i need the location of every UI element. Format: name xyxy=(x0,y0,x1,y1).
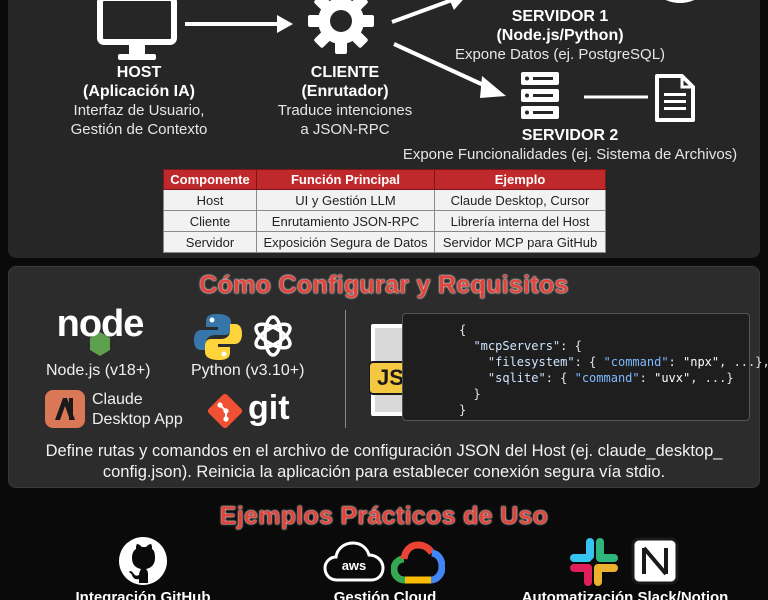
example-slack-label: Automatización Slack/Notion xyxy=(521,589,729,600)
table-cell: Servidor xyxy=(163,231,257,253)
document-icon xyxy=(655,74,695,122)
server2-desc: Expone Funcionalidades (ej. Sistema de A… xyxy=(402,146,738,163)
config-divider xyxy=(345,310,346,428)
table-cell: UI y Gestión LLM xyxy=(256,189,435,211)
table-header: Función Principal xyxy=(256,169,435,190)
git-wordmark: git xyxy=(248,389,290,427)
claude-label-line1: Claude xyxy=(92,391,143,408)
host-label: HOST (Aplicación IA) Interfaz de Usuario… xyxy=(44,63,234,139)
config-note: Define rutas y comandos en el archivo de… xyxy=(20,441,748,483)
arrow-host-client-icon xyxy=(185,15,293,33)
arrow-client-server1-icon xyxy=(391,0,463,24)
server1-subtitle: (Node.js/Python) xyxy=(496,27,624,44)
table-row: Host UI y Gestión LLM Claude Desktop, Cu… xyxy=(163,189,606,211)
example-cloud-label: Gestión Cloud xyxy=(333,589,437,600)
python-label: Python (v3.10+) xyxy=(191,362,305,379)
nodejs-label: Node.js (v18+) xyxy=(46,362,151,379)
client-desc-2: a JSON-RPC xyxy=(300,121,390,138)
gear-icon xyxy=(308,0,374,54)
aws-label: aws xyxy=(341,558,367,573)
nodejs-logo: node xyxy=(54,303,146,360)
python-icon xyxy=(194,314,242,360)
component-table: Componente Función Principal Ejemplo Hos… xyxy=(163,169,606,253)
table-header: Componente xyxy=(163,169,257,190)
host-subtitle: (Aplicación IA) xyxy=(82,83,195,100)
table-row: Cliente Enrutamiento JSON-RPC Librería i… xyxy=(163,210,606,232)
client-subtitle: (Enrutador) xyxy=(301,83,389,100)
host-title: HOST xyxy=(116,64,162,81)
openai-icon xyxy=(254,315,292,357)
table-cell: Exposición Segura de Datos xyxy=(256,231,435,253)
connector-line-icon xyxy=(584,95,648,99)
server1-title: SERVIDOR 1 xyxy=(511,8,609,25)
table-header-row: Componente Función Principal Ejemplo xyxy=(163,169,606,190)
server2-label: SERVIDOR 2 Expone Funcionalidades (ej. S… xyxy=(390,126,750,164)
table-cell: Servidor MCP para GitHub xyxy=(434,231,606,253)
table-header: Ejemplo xyxy=(434,169,606,190)
notion-icon xyxy=(631,537,679,585)
aws-cloud-icon: aws xyxy=(323,540,385,584)
server1-label: SERVIDOR 1 (Node.js/Python) Expone Datos… xyxy=(420,7,700,64)
monitor-icon xyxy=(97,0,177,60)
nodejs-hexagon-icon xyxy=(90,332,110,356)
example-github-label: Integración GitHub xyxy=(75,589,211,600)
client-label: CLIENTE (Enrutador) Traduce intenciones … xyxy=(250,63,440,139)
claude-label: Claude Desktop App xyxy=(92,390,183,430)
config-title: Cómo Configurar y Requisitos xyxy=(199,271,569,299)
host-desc-2: Gestión de Contexto xyxy=(70,121,208,138)
examples-title: Ejemplos Prácticos de Uso xyxy=(219,502,549,530)
google-cloud-icon xyxy=(391,541,445,584)
table-cell: Enrutamiento JSON-RPC xyxy=(256,210,435,232)
config-note-line1: Define rutas y comandos en el archivo de… xyxy=(45,442,723,460)
arrow-client-server2-icon xyxy=(393,42,506,98)
slack-icon xyxy=(570,538,618,586)
claude-label-line2: Desktop App xyxy=(92,411,183,428)
server-rack-icon xyxy=(521,72,559,119)
server2-title: SERVIDOR 2 xyxy=(521,127,619,144)
nodejs-logo-text: node xyxy=(56,303,145,345)
database-icon xyxy=(665,0,695,3)
host-desc-1: Interfaz de Usuario, xyxy=(73,102,205,119)
claude-icon xyxy=(45,390,85,428)
server1-desc: Expone Datos (ej. PostgreSQL) xyxy=(454,46,666,63)
git-icon xyxy=(207,393,243,429)
client-title: CLIENTE xyxy=(310,64,380,81)
config-code-block: { "mcpServers": { "filesystem": { "comma… xyxy=(402,313,768,421)
table-row: Servidor Exposición Segura de Datos Serv… xyxy=(163,231,606,253)
table-cell: Host xyxy=(163,189,257,211)
client-desc-1: Traduce intenciones xyxy=(277,102,413,119)
table-cell: Claude Desktop, Cursor xyxy=(434,189,606,211)
table-cell: Cliente xyxy=(163,210,257,232)
github-icon xyxy=(119,537,167,585)
table-cell: Librería interna del Host xyxy=(434,210,606,232)
config-note-line2: config.json). Reinicia la aplicación par… xyxy=(102,463,666,481)
